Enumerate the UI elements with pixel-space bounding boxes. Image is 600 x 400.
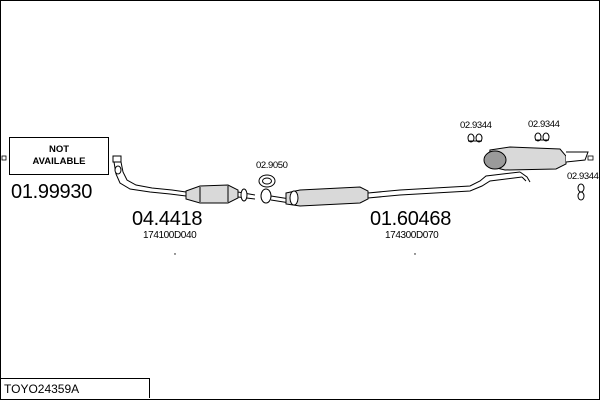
rubber-mount-right-icon bbox=[577, 183, 585, 201]
not-available-box: NOT AVAILABLE bbox=[9, 137, 109, 175]
rubber-mount-left-icon bbox=[467, 133, 483, 143]
diagram-code-box: TOYO24359A bbox=[0, 378, 150, 398]
dot-marker bbox=[414, 253, 416, 255]
rubber-mount-middle-icon bbox=[534, 132, 550, 142]
not-available-line2: AVAILABLE bbox=[32, 156, 86, 167]
rubber-mount-right-part-number: 02.9344 bbox=[567, 171, 599, 182]
rubber-mount-left-part-number: 02.9344 bbox=[460, 120, 492, 131]
not-available-line1: NOT bbox=[48, 144, 70, 155]
rubber-mount-middle-part-number: 02.9344 bbox=[528, 119, 560, 130]
catalyst-part-number: 04.4418 bbox=[132, 208, 203, 230]
marker-right bbox=[587, 155, 594, 161]
middle-silencer-drawing bbox=[270, 171, 531, 207]
rear-silencer-drawing bbox=[483, 146, 589, 171]
front-pipe-part-number: 01.99930 bbox=[11, 181, 93, 203]
dot-marker bbox=[174, 253, 176, 255]
gasket-drawing bbox=[258, 174, 276, 204]
catalyst-oe-number: 174100D040 bbox=[143, 230, 197, 241]
front-pipe-drawing bbox=[112, 155, 187, 197]
marker-left bbox=[1, 155, 7, 161]
catalyst-drawing bbox=[185, 184, 256, 204]
middle-silencer-oe-number: 174300D070 bbox=[385, 230, 439, 241]
rubber-mount-drawings bbox=[467, 132, 585, 201]
middle-silencer-part-number: 01.60468 bbox=[370, 208, 452, 230]
gasket-part-number: 02.9050 bbox=[256, 160, 288, 171]
